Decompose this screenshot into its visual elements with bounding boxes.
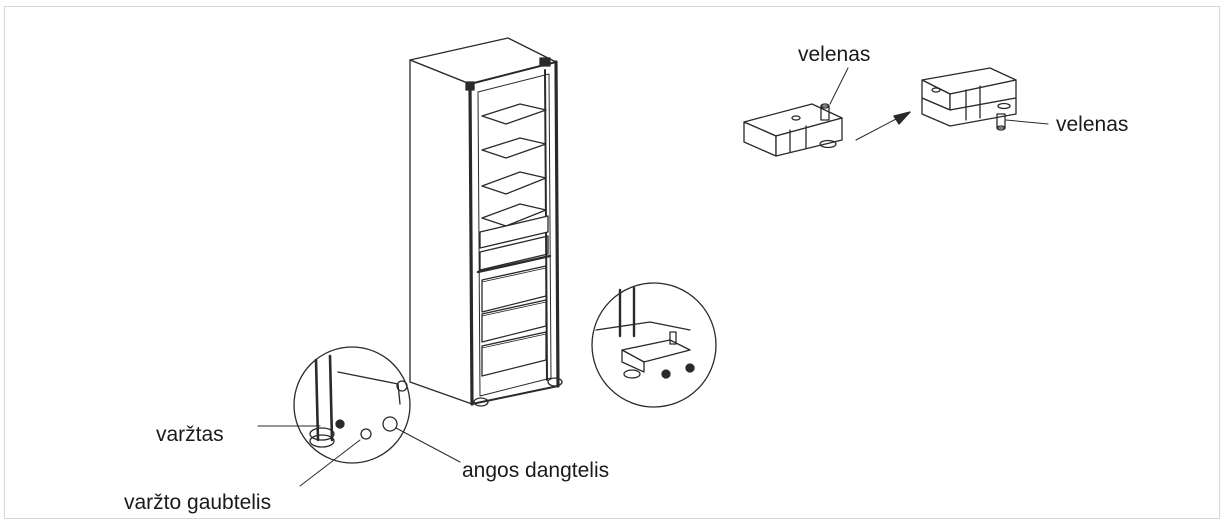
label-screw: varžtas: [156, 423, 224, 446]
leader-shaft-right: [1005, 119, 1049, 125]
label-hole-cover: angos dangtelis: [462, 459, 610, 482]
detail-circle-left: [293, 346, 411, 464]
hinge-part-right: [921, 67, 1017, 131]
direction-arrow-line: [855, 117, 899, 141]
diagram-frame: [4, 6, 1220, 519]
leader-hole-cover: [395, 427, 461, 463]
detail-circle-right: [591, 282, 717, 408]
label-screw-cap: varžto gaubtelis: [124, 491, 272, 514]
label-shaft-right: velenas: [1056, 113, 1129, 136]
leader-shaft-top: [829, 67, 849, 105]
label-shaft-top: velenas: [798, 43, 871, 66]
leader-screw-cap: [299, 439, 361, 487]
refrigerator-illustration: [409, 37, 563, 407]
hinge-part-left: [743, 103, 843, 157]
direction-arrow-head: [893, 111, 911, 125]
